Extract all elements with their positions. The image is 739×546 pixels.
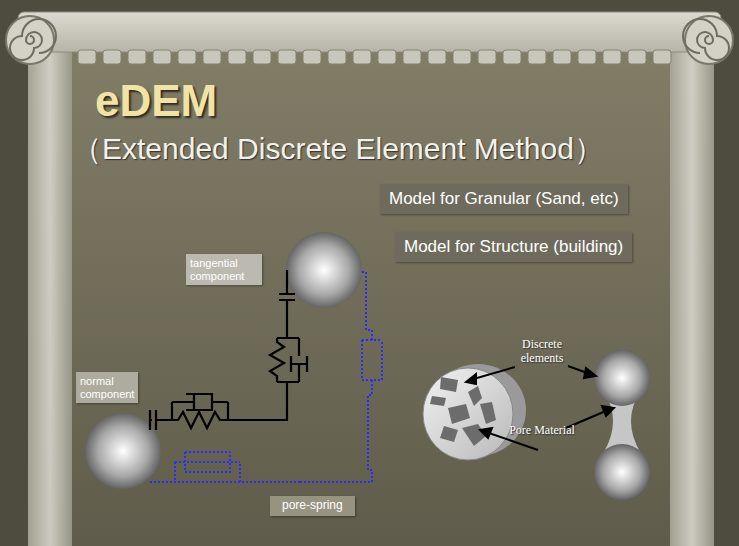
node-text: normal component — [80, 375, 134, 400]
left-pillar — [28, 50, 72, 546]
dentils — [78, 50, 671, 64]
node-text: tangential component — [190, 257, 258, 282]
volute — [683, 16, 733, 64]
component-tag: normal component — [76, 372, 138, 403]
component-tag: tangential component — [186, 254, 262, 285]
particle — [286, 232, 362, 308]
volute — [6, 16, 56, 64]
model-box: Model for Structure (building) — [395, 232, 632, 262]
subtitle: （Extended Discrete Element Method） — [72, 132, 632, 167]
right-pillar — [670, 50, 714, 546]
inner-panel — [72, 62, 670, 546]
slide-title: eDEM — [95, 76, 217, 126]
model-box: Model for Granular (Sand, etc) — [380, 184, 628, 214]
node-text: pore-spring — [282, 499, 343, 513]
bonded-pair — [594, 350, 650, 500]
pore-spring-line — [148, 272, 382, 482]
node-text: Model for Structure (building) — [404, 237, 623, 257]
tangential-spring-dashpot — [270, 270, 307, 382]
callout-label: Discrete elements — [506, 338, 578, 366]
pore-material-disc — [423, 364, 526, 460]
pore-spring-tag: pore-spring — [270, 496, 355, 516]
callout-label: Pore Material — [506, 424, 578, 438]
leader-line — [466, 366, 614, 450]
panel — [28, 50, 714, 546]
node-text: Model for Granular (Sand, etc) — [389, 189, 619, 209]
capital-band — [18, 12, 721, 52]
normal-spring-dashpot — [150, 382, 287, 430]
